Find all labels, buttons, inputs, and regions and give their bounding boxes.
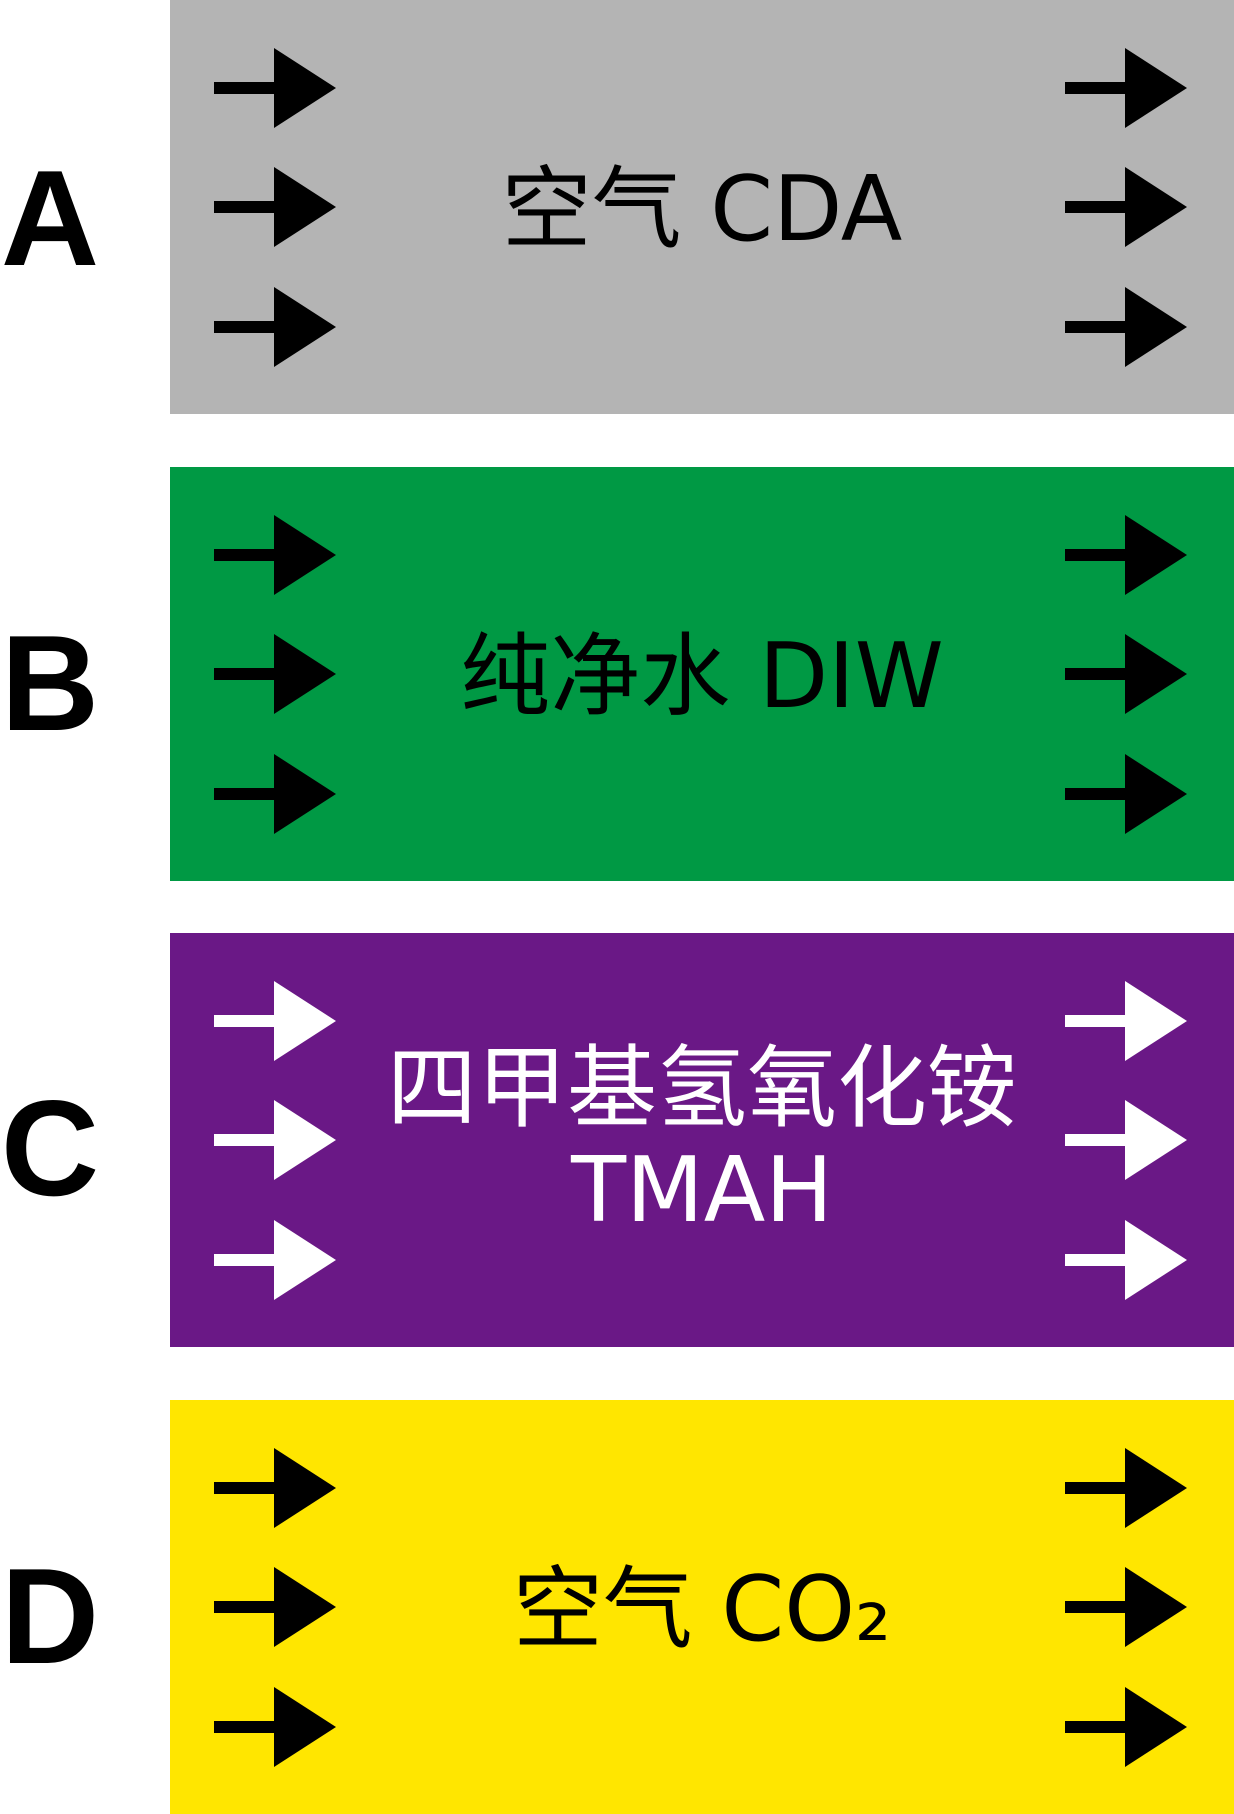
- arrow-column-right: [1065, 0, 1195, 414]
- right-arrow-icon: [214, 981, 336, 1061]
- band-text-line-1: 空气 CDA: [501, 157, 903, 262]
- arrow-column-right: [1065, 467, 1195, 881]
- arrow-column-left: [214, 1400, 344, 1814]
- band-text-line-1: 空气 CO₂: [512, 1557, 892, 1662]
- right-arrow-icon: [1065, 167, 1187, 247]
- pipe-label-band-c: 四甲基氢氧化铵 TMAH: [170, 933, 1234, 1347]
- right-arrow-icon: [1065, 1220, 1187, 1300]
- right-arrow-icon: [1065, 1687, 1187, 1767]
- right-arrow-icon: [214, 287, 336, 367]
- arrow-column-left: [214, 933, 344, 1347]
- right-arrow-icon: [214, 754, 336, 834]
- row-letter-c: C: [0, 1072, 100, 1224]
- right-arrow-icon: [1065, 48, 1187, 128]
- arrow-column-left: [214, 467, 344, 881]
- right-arrow-icon: [214, 1687, 336, 1767]
- band-text-line-1: 纯净水 DIW: [460, 624, 944, 729]
- row-letter-a: A: [0, 142, 100, 294]
- right-arrow-icon: [214, 515, 336, 595]
- arrow-column-right: [1065, 933, 1195, 1347]
- right-arrow-icon: [1065, 1100, 1187, 1180]
- arrow-column-left: [214, 0, 344, 414]
- band-text: 空气 CO₂: [320, 1400, 1084, 1814]
- right-arrow-icon: [214, 48, 336, 128]
- right-arrow-icon: [214, 1100, 336, 1180]
- pipe-label-band-d: 空气 CO₂: [170, 1400, 1234, 1814]
- right-arrow-icon: [1065, 287, 1187, 367]
- right-arrow-icon: [214, 1220, 336, 1300]
- right-arrow-icon: [214, 1567, 336, 1647]
- right-arrow-icon: [1065, 515, 1187, 595]
- right-arrow-icon: [1065, 634, 1187, 714]
- right-arrow-icon: [1065, 981, 1187, 1061]
- band-text: 空气 CDA: [320, 0, 1084, 414]
- band-text: 纯净水 DIW: [320, 467, 1084, 881]
- arrow-column-right: [1065, 1400, 1195, 1814]
- band-text-line-2: TMAH: [571, 1138, 833, 1243]
- band-text-line-1: 四甲基氢氧化铵: [387, 1036, 1017, 1141]
- right-arrow-icon: [214, 1448, 336, 1528]
- pipe-label-band-b: 纯净水 DIW: [170, 467, 1234, 881]
- row-letter-d: D: [0, 1540, 100, 1692]
- right-arrow-icon: [1065, 754, 1187, 834]
- row-letter-b: B: [0, 607, 100, 759]
- right-arrow-icon: [1065, 1448, 1187, 1528]
- right-arrow-icon: [214, 634, 336, 714]
- right-arrow-icon: [1065, 1567, 1187, 1647]
- pipe-label-band-a: 空气 CDA: [170, 0, 1234, 414]
- band-text: 四甲基氢氧化铵 TMAH: [320, 933, 1084, 1347]
- right-arrow-icon: [214, 167, 336, 247]
